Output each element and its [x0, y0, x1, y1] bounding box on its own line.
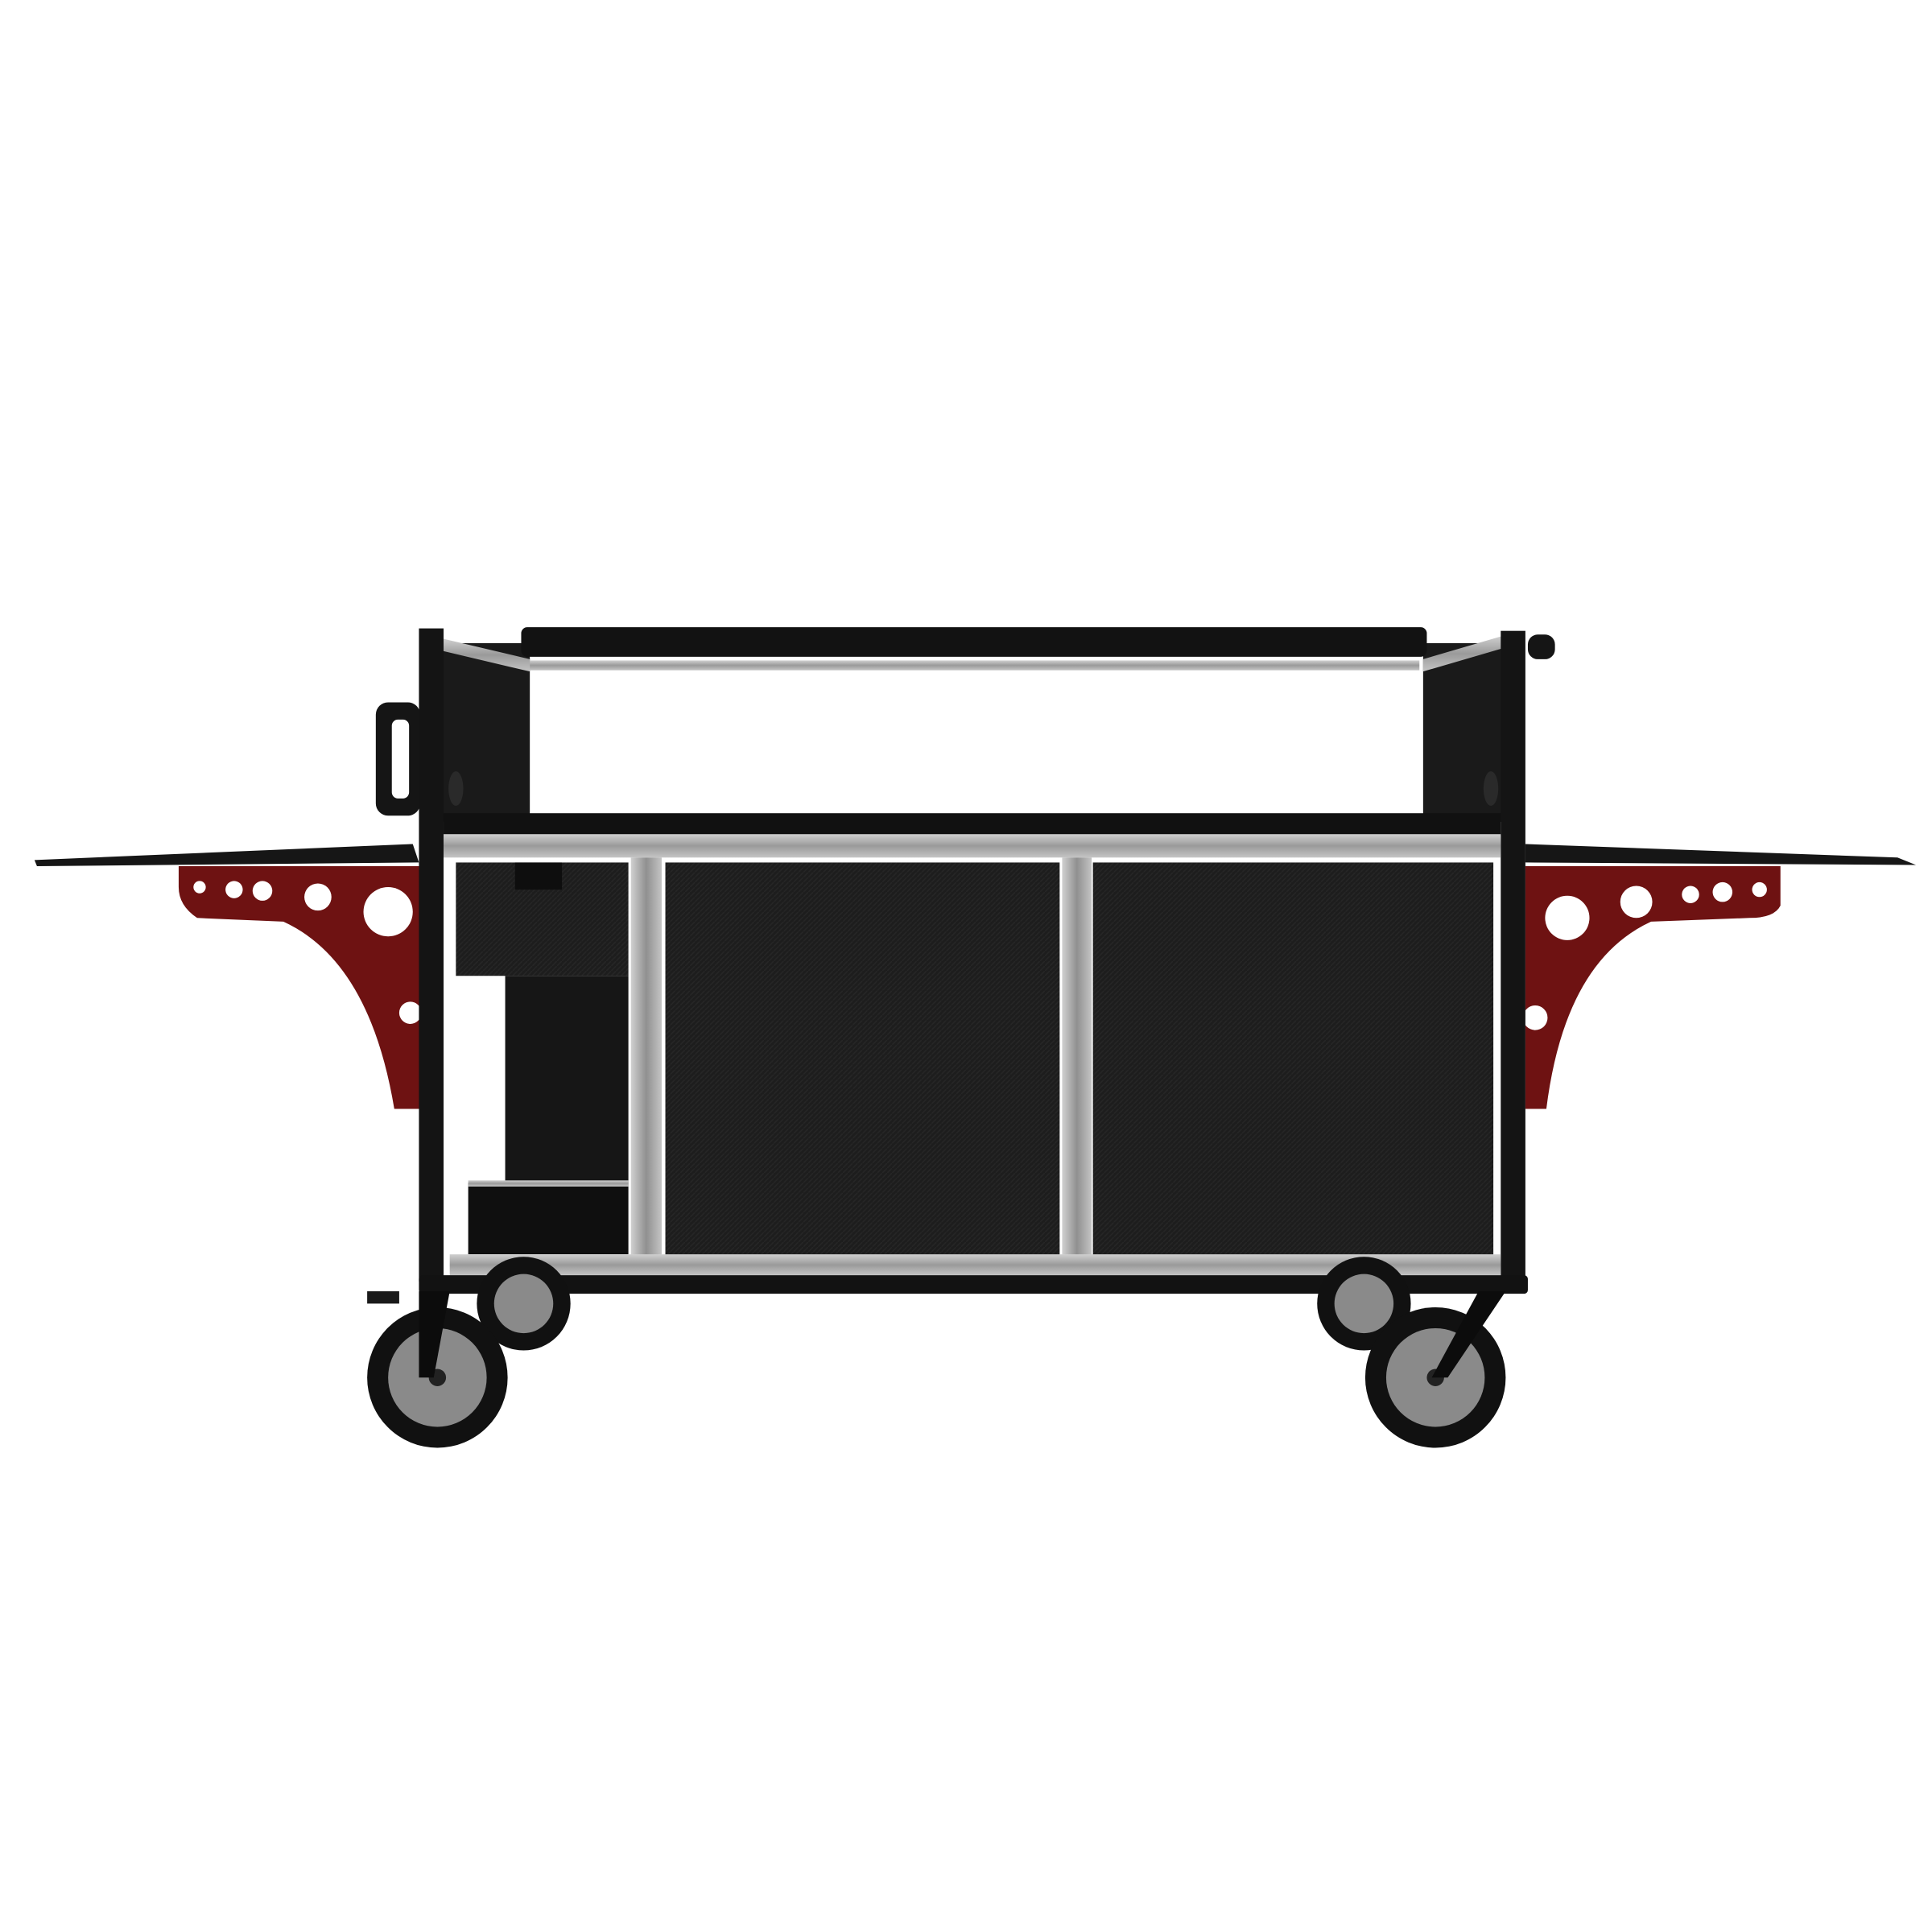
cabinet-door-left [665, 862, 1060, 1257]
top-shelf [521, 627, 1427, 671]
left-side-shelf [34, 844, 419, 867]
aluminum-divider [630, 857, 662, 1260]
aluminum-divider [1062, 857, 1092, 1260]
front-right-wheel [1364, 1291, 1506, 1448]
right-red-bracket [1522, 866, 1781, 1109]
front-left-wheel [367, 1291, 508, 1448]
frame-posts [419, 628, 1555, 1282]
upper-side-panels [440, 635, 1504, 822]
bottom-rail [419, 1254, 1528, 1294]
left-drawer [456, 862, 629, 1255]
right-side-shelf [1525, 844, 1917, 865]
left-red-bracket [178, 866, 426, 1109]
middle-deck [444, 813, 1501, 858]
push-handle [375, 702, 420, 816]
rear-left-wheel [477, 1257, 571, 1351]
cabinet-door-right [1092, 862, 1494, 1257]
